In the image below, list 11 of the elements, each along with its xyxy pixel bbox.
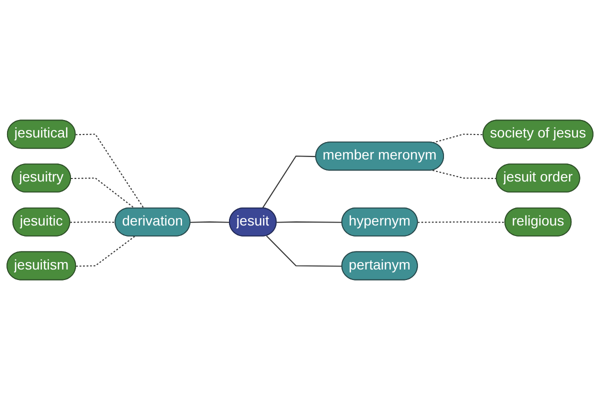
connector [70,221,116,223]
connector [266,235,342,267]
connector [76,236,135,267]
connector [276,221,342,223]
connector [70,178,135,209]
connector [262,156,316,209]
connector [76,134,144,209]
connector [432,134,484,144]
connector [190,221,230,223]
connector [432,170,497,180]
connector [418,221,506,223]
